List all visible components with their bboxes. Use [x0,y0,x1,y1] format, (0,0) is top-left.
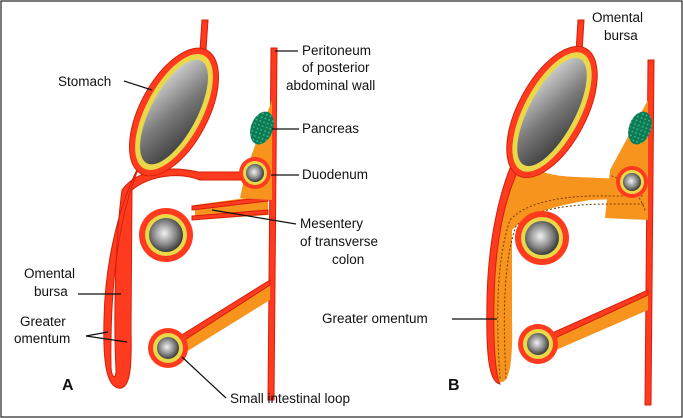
stomach-lumen [140,59,208,165]
b-fusion-dots-2 [503,203,646,379]
b-stomach-lumen [517,57,587,167]
panel-a: Stomach Peritoneum of posterior abdomina… [14,19,378,406]
pancreas [250,111,274,145]
leader-stomach [123,80,153,91]
transverse-colon-lumen [149,218,183,252]
b-transverse-colon-lumen [525,221,559,255]
label-bursa-line2: bursa [34,284,68,299]
b-duodenum-lumen [623,173,641,191]
mesocolon-peritoneum [191,196,269,211]
label-duodenum: Duodenum [302,167,368,182]
label-bursa-line1: Omental [24,266,75,281]
b-greater-omentum-edge [486,149,525,385]
b-label-greater-omentum: Greater omentum [322,311,428,326]
label-stomach: Stomach [58,74,111,89]
b-small-intestine-lumen [527,333,549,355]
small-intestine-lumen [157,337,179,359]
label-small-intestine: Small intestinal loop [230,391,350,406]
panel-b: Omental bursa Greater omentum B [322,10,655,406]
stomach-stalk [199,19,209,51]
leader-mesentery [211,209,297,225]
duodenum-lumen [246,164,264,182]
label-peritoneum-line3: abdominal wall [286,78,375,93]
b-greater-omentum [489,150,648,383]
b-fusion-dots-3 [611,175,646,211]
label-mesentery-line2: of transverse [300,234,378,249]
b-label-bursa-line2: bursa [604,28,638,43]
greater-omentum-fold [103,159,247,389]
b-pancreas [628,111,652,145]
mesocolon-peritoneum-2 [191,209,269,221]
label-omentum-line2: omentum [14,331,70,346]
label-peritoneum-line2: of posterior [302,60,370,75]
label-mesentery-line3: colon [332,252,364,267]
leader-omentum-1 [85,331,109,337]
panel-letter-a: A [62,377,74,394]
label-pancreas: Pancreas [302,121,359,136]
label-omentum-line1: Greater [20,314,66,329]
leader-small-intestine [181,356,227,399]
panel-letter-b: B [448,377,460,394]
label-mesentery-line1: Mesentery [300,216,363,231]
leader-omentum-2 [85,335,128,343]
label-peritoneum-line1: Peritoneum [302,43,371,58]
b-label-bursa-line1: Omental [592,10,643,25]
